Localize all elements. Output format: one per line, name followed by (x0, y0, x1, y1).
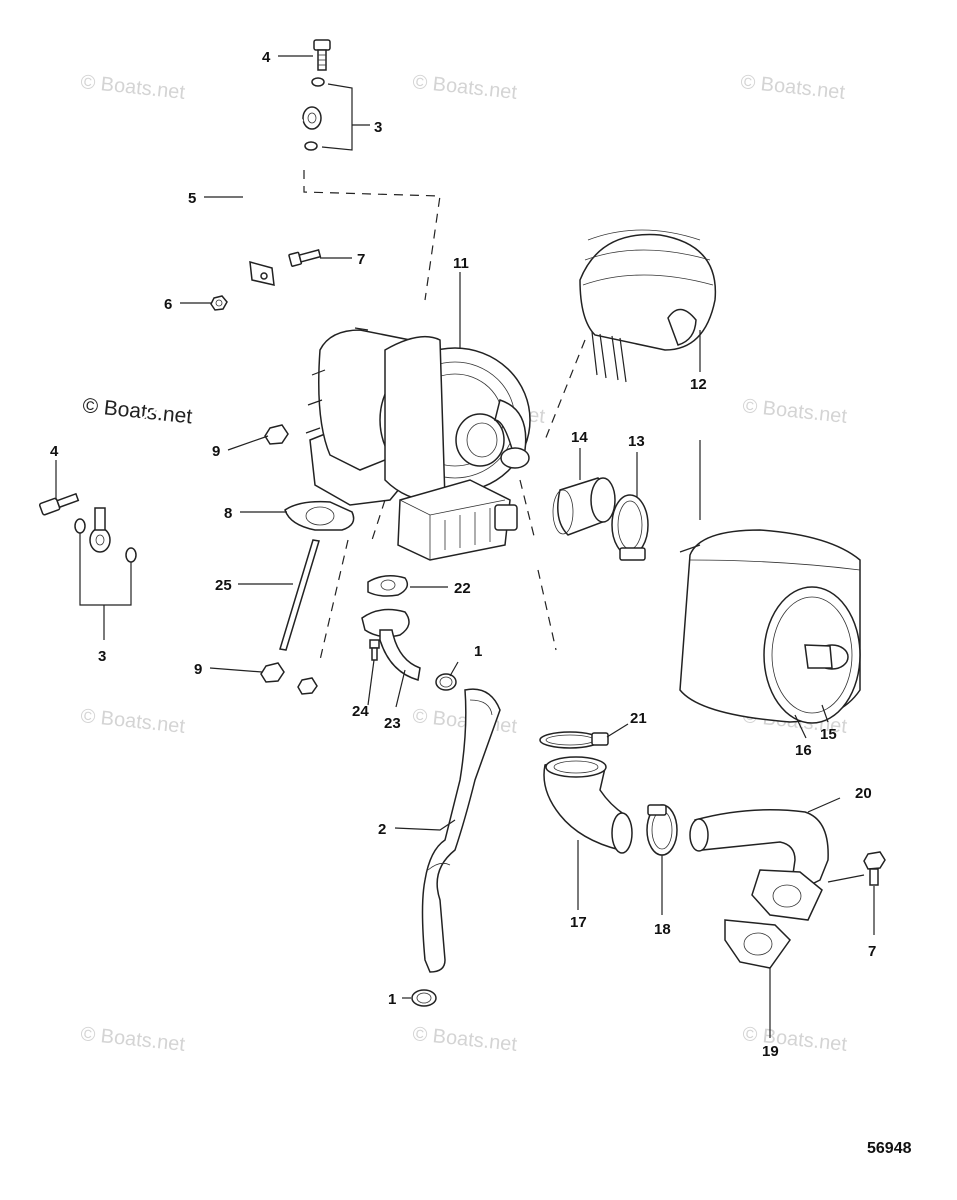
callout-label: 14 (571, 429, 588, 446)
banjo-bolt-top (313, 39, 331, 71)
hose-clamp-small-top (435, 673, 457, 691)
watermark: © Boats.net (79, 71, 186, 104)
callout-label: 22 (454, 580, 471, 597)
watermark: © Boats.net (739, 71, 846, 104)
callout-label: 6 (164, 296, 172, 313)
watermark: © Boats.net (741, 395, 848, 428)
hose-clamp-elbow (539, 731, 609, 749)
intake-elbow (543, 756, 633, 854)
banjo-fitting-bottom (89, 527, 111, 553)
return-gasket (367, 575, 409, 597)
turbo-gasket (284, 500, 355, 531)
hex-nut (210, 295, 228, 311)
watermark: © Boats.net (411, 1023, 518, 1056)
sealing-washer (311, 77, 325, 87)
watermark: © Boats.net (411, 71, 518, 104)
callout-label: 1 (388, 991, 396, 1008)
oil-return-tube (361, 608, 421, 681)
callout-label: 20 (855, 785, 872, 802)
flange-bolt-small (369, 639, 380, 661)
small-nut (297, 677, 318, 695)
drain-hose (421, 688, 501, 973)
stud-long (279, 539, 320, 651)
watermark: © Boats.net (79, 705, 186, 738)
callout-label: 17 (570, 914, 587, 931)
flange-bolt-tube (863, 851, 886, 886)
callout-label: 2 (378, 821, 386, 838)
heat-shield (579, 229, 717, 383)
callout-label: 18 (654, 921, 671, 938)
callout-label: 25 (215, 577, 232, 594)
callout-label: 9 (212, 443, 220, 460)
watermark: © Boats.net (741, 1023, 848, 1056)
callout-label: 12 (690, 376, 707, 393)
callout-label: 5 (188, 190, 196, 207)
flange-bolt (288, 249, 322, 267)
callout-label: 21 (630, 710, 647, 727)
callout-label: 3 (98, 648, 106, 665)
air-filter (679, 529, 861, 724)
callout-label: 8 (224, 505, 232, 522)
callout-label: 13 (628, 433, 645, 450)
flange-gasket (724, 919, 791, 969)
callout-label: 7 (868, 943, 876, 960)
hex-nut-top (264, 424, 289, 445)
callout-label: 19 (762, 1043, 779, 1060)
callout-label: 9 (194, 661, 202, 678)
callout-label: 4 (50, 443, 59, 460)
callout-label: 16 (795, 742, 812, 759)
hose-clamp-small-bottom (411, 989, 437, 1007)
drawing-reference-number: 56948 (867, 1140, 912, 1157)
turbocharger (305, 327, 531, 561)
intake-sleeve (552, 477, 616, 536)
watermark: © Boats.net (79, 1023, 186, 1056)
callout-label: 7 (357, 251, 365, 268)
callout-label: 23 (384, 715, 401, 732)
callout-label: 15 (820, 726, 837, 743)
hose-clamp-large (611, 494, 649, 561)
callout-label: 4 (262, 49, 271, 66)
hex-nut-bottom (260, 662, 285, 683)
intake-tube (689, 809, 829, 921)
callout-label: 3 (374, 119, 382, 136)
oil-feed-line-assembly (38, 39, 331, 563)
assembly-guide-line (303, 170, 441, 301)
wastegate-actuator (397, 479, 518, 561)
sealing-washer (125, 547, 137, 563)
leader-lines (55, 55, 875, 1038)
callout-labels: 1 1 2 3 3 4 4 5 6 7 7 8 9 9 11 12 13 14 … (50, 49, 876, 1060)
sealing-washer (304, 141, 318, 151)
banjo-fitting-top (302, 106, 322, 130)
sealing-washer (74, 518, 86, 534)
callout-label: 24 (352, 703, 369, 720)
callout-label: 1 (474, 643, 482, 660)
hose-clamp-tube (646, 804, 678, 856)
banjo-bolt-bottom (38, 492, 80, 516)
callout-label: 11 (453, 255, 469, 272)
